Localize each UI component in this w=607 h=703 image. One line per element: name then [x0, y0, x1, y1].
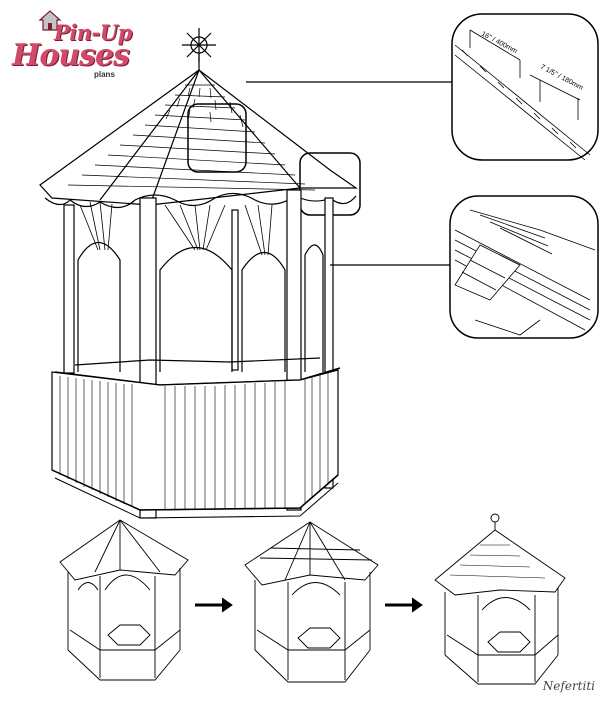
step-1-frame [59, 519, 189, 681]
base-boards [59, 372, 329, 509]
logo-line-2: Houses [12, 38, 130, 73]
step-3-finished [434, 513, 566, 685]
artist-signature: Nefertiti [542, 679, 595, 693]
arrow-1 [195, 597, 233, 613]
roof-detail-highlight [187, 103, 247, 173]
brand-logo: Pin-Up Houses plans [6, 8, 134, 80]
roof-outline [39, 69, 358, 206]
decorative-struts [79, 201, 273, 256]
finial-sun [182, 28, 216, 70]
arrow-2 [385, 597, 423, 613]
detail-eave-shingles [449, 195, 599, 339]
logo-line-3: plans [94, 70, 115, 79]
step-2-roof-framing [244, 521, 379, 683]
detail-shingle-spacing: 16" / 400mm 7 1/5" / 180mm [451, 13, 599, 161]
logo-line-1: Pin-Up [54, 20, 132, 45]
house-icon [38, 10, 62, 31]
arched-openings [77, 242, 324, 372]
